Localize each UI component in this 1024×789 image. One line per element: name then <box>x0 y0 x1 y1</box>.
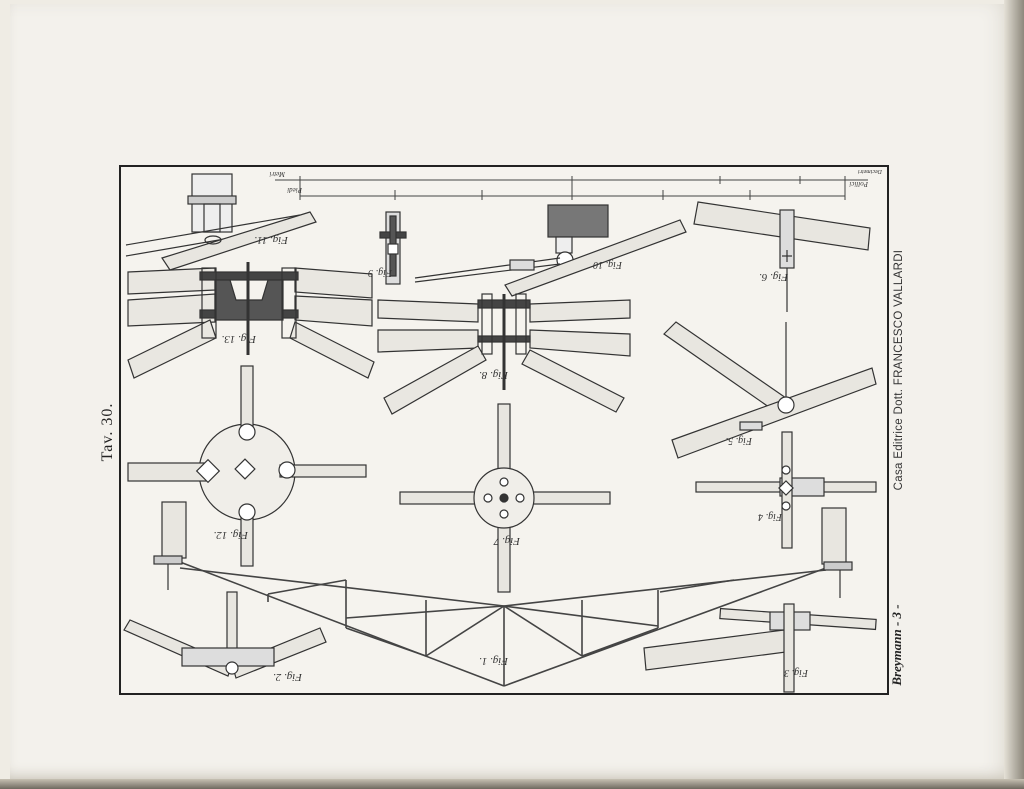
scale-label-piedi: Piedi <box>287 186 303 194</box>
fig7-label: Fig. 7 <box>493 535 521 547</box>
fig4-label: Fig. 4 <box>758 511 783 522</box>
fig13-label: Fig. 13. <box>221 333 257 345</box>
fig5-drawing <box>663 321 877 459</box>
fig6-drawing <box>693 201 871 312</box>
fig12-label: Fig. 12. <box>213 529 249 541</box>
fig7-drawing <box>399 403 611 593</box>
fig1-drawing <box>179 561 827 687</box>
page-edge-shadow <box>1004 0 1024 789</box>
fig8-drawing <box>377 293 631 415</box>
fig10-drawing <box>414 204 687 297</box>
fig9-drawing <box>379 211 407 285</box>
fig2-label: Fig. 2. <box>273 671 303 683</box>
fig9-label: Fig. 9 <box>368 267 393 278</box>
fig11-label: Fig. 11. <box>254 234 289 246</box>
scale-label-decimetri: Decimetri <box>858 168 883 174</box>
scale-bar <box>275 176 868 200</box>
scale-label-metri: Metri <box>269 170 286 178</box>
fig8-label: Fig. 8. <box>479 369 509 381</box>
fig1-label: Fig. 1. <box>479 655 509 667</box>
page-bottom-edge <box>0 779 1024 789</box>
fig3-label: Fig. 3 <box>784 667 809 678</box>
fig2-drawing <box>123 591 327 679</box>
fig1-supports <box>153 501 853 598</box>
fig5-label: Fig. 5. <box>726 435 753 446</box>
fig4-drawing <box>695 431 877 549</box>
fig11-drawing <box>125 173 317 271</box>
fig10-label: Fig. 10 <box>593 259 623 270</box>
scale-label-pollici: Pollici <box>849 180 869 188</box>
fig13-drawing <box>127 262 375 379</box>
fig12-drawing <box>127 365 367 567</box>
fig3-drawing <box>643 603 877 693</box>
fig6-label: Fig. 6. <box>759 271 789 283</box>
